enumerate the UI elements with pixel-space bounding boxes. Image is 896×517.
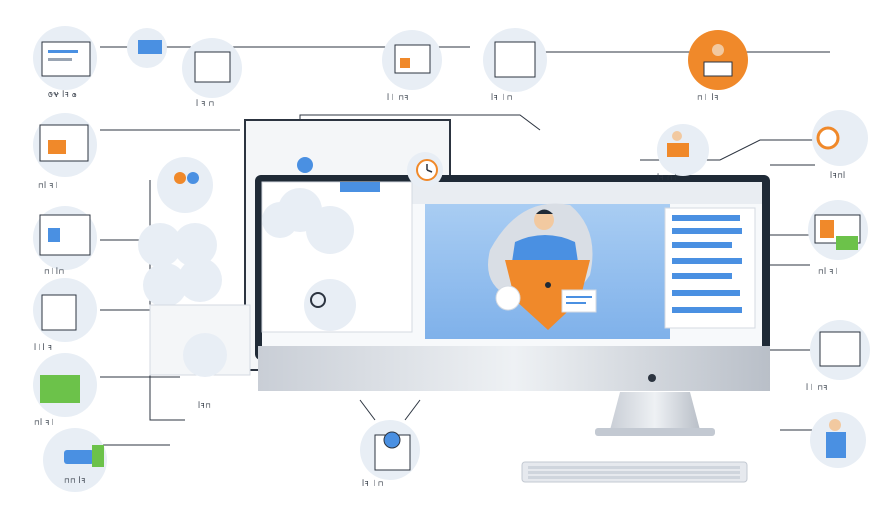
left-node-label: ⊓⊓ ꟾꟻ	[64, 477, 86, 485]
right-node-bubbles	[808, 110, 870, 468]
cluster-label: ꟾꟻ⊓	[198, 402, 212, 410]
cluster-bubbles	[138, 157, 251, 377]
top-node-label: ⊓꒐ ꟾꟻ	[697, 94, 719, 102]
left-node-label: ⊓ꟾ ꟻ꒐	[34, 419, 56, 427]
top-node-label: ꟾ ꟻ ⊓	[196, 100, 215, 108]
left-node-label: 𐐃𐐏 ꟾꟻ 𐑀	[48, 91, 78, 99]
person-presenter	[488, 203, 597, 330]
magnifier-icon	[360, 420, 420, 480]
right-node-label: ꟾ꒐ ⊓ꟻ	[806, 384, 828, 392]
left-node-label: ⊓꒐ꟾ⊓	[44, 268, 65, 276]
keyboard-icon	[521, 461, 748, 483]
right-node-label: ⊓ꟾ ꟻ꒐	[818, 268, 840, 276]
top-node-label: ꟾꟻ ꒐⊓	[491, 94, 513, 102]
bottom-node-label: ꟾꟻ ꒐⊓	[362, 480, 384, 488]
left-node-label: ꟾ꒐ꟾ ꟻ	[34, 344, 53, 352]
left-node-label: ⊓ꟾ ꟻ꒐	[38, 182, 60, 190]
right-node-label: ꟾꟻ⊓ꟾ	[830, 172, 846, 180]
top-node-label: ꟾꟻ ⊓꒐	[657, 174, 679, 182]
clock-icon	[407, 152, 443, 188]
top-node-bubbles	[127, 28, 748, 176]
left-frame	[261, 157, 413, 333]
left-node-bubbles	[33, 26, 107, 492]
top-node-label: ꟾ꒐ ⊓ꟻ	[387, 94, 409, 102]
